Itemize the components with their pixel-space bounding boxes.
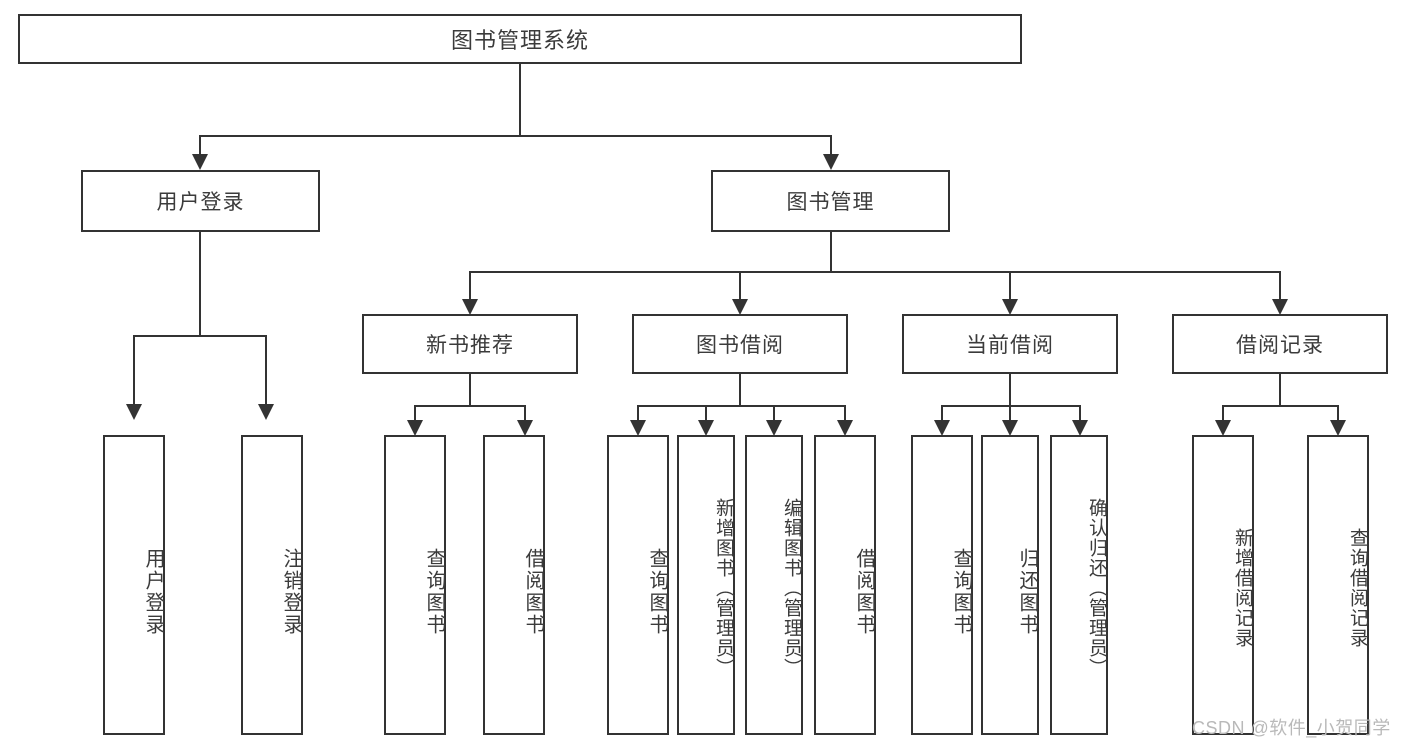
arrow-to-user-login <box>192 154 208 170</box>
leaf-confirm-return-admin[interactable]: 确认归还（管理员） <box>1050 435 1108 735</box>
connector-bb-branch-1 <box>637 405 639 423</box>
leaf-borrow-book-1[interactable]: 借阅图书 <box>483 435 545 735</box>
node-label: 查询图书 <box>950 548 972 636</box>
arrow-to-leaf-add-borrow-record <box>1215 420 1231 436</box>
leaf-user-login[interactable]: 用户登录 <box>103 435 165 735</box>
node-book-management-system[interactable]: 图书管理系统 <box>18 14 1022 64</box>
arrow-to-book-management <box>823 154 839 170</box>
node-current-borrow[interactable]: 当前借阅 <box>902 314 1118 374</box>
arrow-to-leaf-return-book <box>1002 420 1018 436</box>
node-label: 编辑图书（管理员） <box>781 498 802 678</box>
connector-root-stem <box>519 64 521 136</box>
node-book-borrow[interactable]: 图书借阅 <box>632 314 848 374</box>
arrow-to-leaf-query-book-1 <box>407 420 423 436</box>
node-label: 新增借阅记录 <box>1232 528 1253 648</box>
arrow-to-borrow-record <box>1272 299 1288 315</box>
node-label: 用户登录 <box>142 548 164 636</box>
connector-cb-stem <box>1009 374 1011 406</box>
connector-user-login-branch-1 <box>133 335 135 405</box>
connector-cb-bus <box>941 405 1081 407</box>
leaf-query-book-2[interactable]: 查询图书 <box>607 435 669 735</box>
connector-book-management-bus <box>469 271 1280 273</box>
arrow-to-leaf-add-book-admin <box>698 420 714 436</box>
connector-br-stem <box>1279 374 1281 406</box>
connector-bb-stem <box>739 374 741 406</box>
connector-nbr-branch-2 <box>524 405 526 423</box>
connector-bm-branch-4 <box>1279 271 1281 301</box>
node-label: 借阅图书 <box>522 548 544 636</box>
node-label: 查询图书 <box>423 548 445 636</box>
node-label: 图书借阅 <box>696 334 784 357</box>
connector-br-branch-1 <box>1222 405 1224 423</box>
connector-br-bus <box>1222 405 1339 407</box>
node-label: 确认归还（管理员） <box>1086 498 1107 678</box>
node-user-login[interactable]: 用户登录 <box>81 170 320 232</box>
leaf-edit-book-admin[interactable]: 编辑图书（管理员） <box>745 435 803 735</box>
connector-nbr-stem <box>469 374 471 406</box>
connector-book-management-stem <box>830 232 832 272</box>
leaf-borrow-book-2[interactable]: 借阅图书 <box>814 435 876 735</box>
node-label: 查询借阅记录 <box>1347 528 1368 648</box>
arrow-to-leaf-logout-login <box>258 404 274 420</box>
node-label: 归还图书 <box>1016 548 1038 636</box>
arrow-to-leaf-borrow-book-1 <box>517 420 533 436</box>
connector-bb-bus <box>637 405 846 407</box>
connector-cb-branch-2 <box>1009 405 1011 423</box>
connector-bm-branch-2 <box>739 271 741 301</box>
connector-cb-branch-1 <box>941 405 943 423</box>
arrow-to-current-borrow <box>1002 299 1018 315</box>
connector-user-login-branch-2 <box>265 335 267 405</box>
connector-user-login-stem <box>199 232 201 336</box>
node-label: 图书管理系统 <box>450 28 589 53</box>
arrow-to-leaf-query-book-2 <box>630 420 646 436</box>
connector-root-to-book-management <box>830 135 832 155</box>
leaf-add-book-admin[interactable]: 新增图书（管理员） <box>677 435 735 735</box>
connector-bb-branch-4 <box>844 405 846 423</box>
leaf-query-book-1[interactable]: 查询图书 <box>384 435 446 735</box>
arrow-to-leaf-borrow-book-2 <box>837 420 853 436</box>
connector-bm-branch-3 <box>1009 271 1011 301</box>
node-label: 图书管理 <box>786 191 875 214</box>
node-book-management[interactable]: 图书管理 <box>711 170 950 232</box>
node-label: 注销登录 <box>280 548 302 636</box>
connector-bb-branch-2 <box>705 405 707 423</box>
arrow-to-new-book-recommend <box>462 299 478 315</box>
arrow-to-book-borrow <box>732 299 748 315</box>
connector-bm-branch-1 <box>469 271 471 301</box>
node-label: 当前借阅 <box>966 334 1054 357</box>
connector-nbr-branch-1 <box>414 405 416 423</box>
connector-user-login-bus <box>133 335 267 337</box>
connector-nbr-bus <box>414 405 526 407</box>
connector-bb-branch-3 <box>773 405 775 423</box>
node-label: 借阅记录 <box>1236 334 1324 357</box>
arrow-to-leaf-user-login <box>126 404 142 420</box>
node-new-book-recommend[interactable]: 新书推荐 <box>362 314 578 374</box>
leaf-logout-login[interactable]: 注销登录 <box>241 435 303 735</box>
leaf-query-book-3[interactable]: 查询图书 <box>911 435 973 735</box>
arrow-to-leaf-edit-book-admin <box>766 420 782 436</box>
leaf-return-book[interactable]: 归还图书 <box>981 435 1039 735</box>
leaf-query-borrow-record[interactable]: 查询借阅记录 <box>1307 435 1369 735</box>
arrow-to-leaf-query-book-3 <box>934 420 950 436</box>
connector-cb-branch-3 <box>1079 405 1081 423</box>
node-label: 新书推荐 <box>426 334 514 357</box>
arrow-to-leaf-query-borrow-record <box>1330 420 1346 436</box>
leaf-add-borrow-record[interactable]: 新增借阅记录 <box>1192 435 1254 735</box>
node-borrow-record[interactable]: 借阅记录 <box>1172 314 1388 374</box>
connector-br-branch-2 <box>1337 405 1339 423</box>
connector-root-bus <box>199 135 831 137</box>
node-label: 查询图书 <box>646 548 668 636</box>
connector-root-to-user-login <box>199 135 201 155</box>
arrow-to-leaf-confirm-return-admin <box>1072 420 1088 436</box>
node-label: 借阅图书 <box>853 548 875 636</box>
node-label: 用户登录 <box>156 191 245 214</box>
node-label: 新增图书（管理员） <box>713 498 734 678</box>
